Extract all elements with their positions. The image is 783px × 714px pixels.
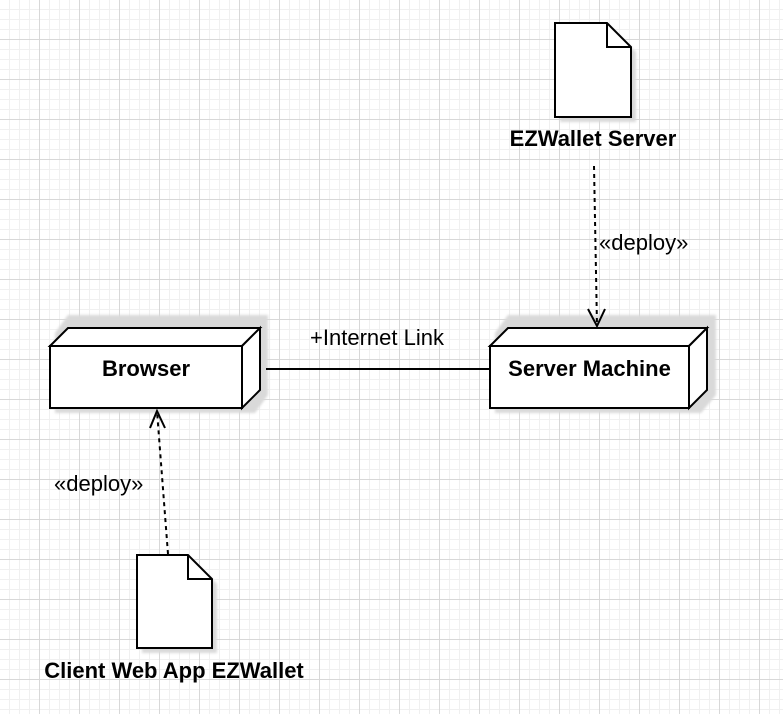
client-web-app-label: Client Web App EZWallet [44,658,304,683]
ezwallet-server-label: EZWallet Server [509,126,677,151]
client-web-app-artifact[interactable] [136,554,217,653]
browser-node[interactable] [47,315,268,413]
internet-link-label: +Internet Link [310,325,444,350]
server-machine-node[interactable] [487,315,716,413]
server-machine-label: Server Machine [508,356,671,381]
deploy-server-label: «deploy» [599,230,689,255]
deploy-client-label: «deploy» [54,471,144,496]
deploy-server-arrow[interactable] [587,165,606,329]
deploy-client-arrow[interactable] [149,408,169,555]
browser-label: Browser [101,356,191,381]
ezwallet-server-artifact[interactable] [554,22,636,122]
